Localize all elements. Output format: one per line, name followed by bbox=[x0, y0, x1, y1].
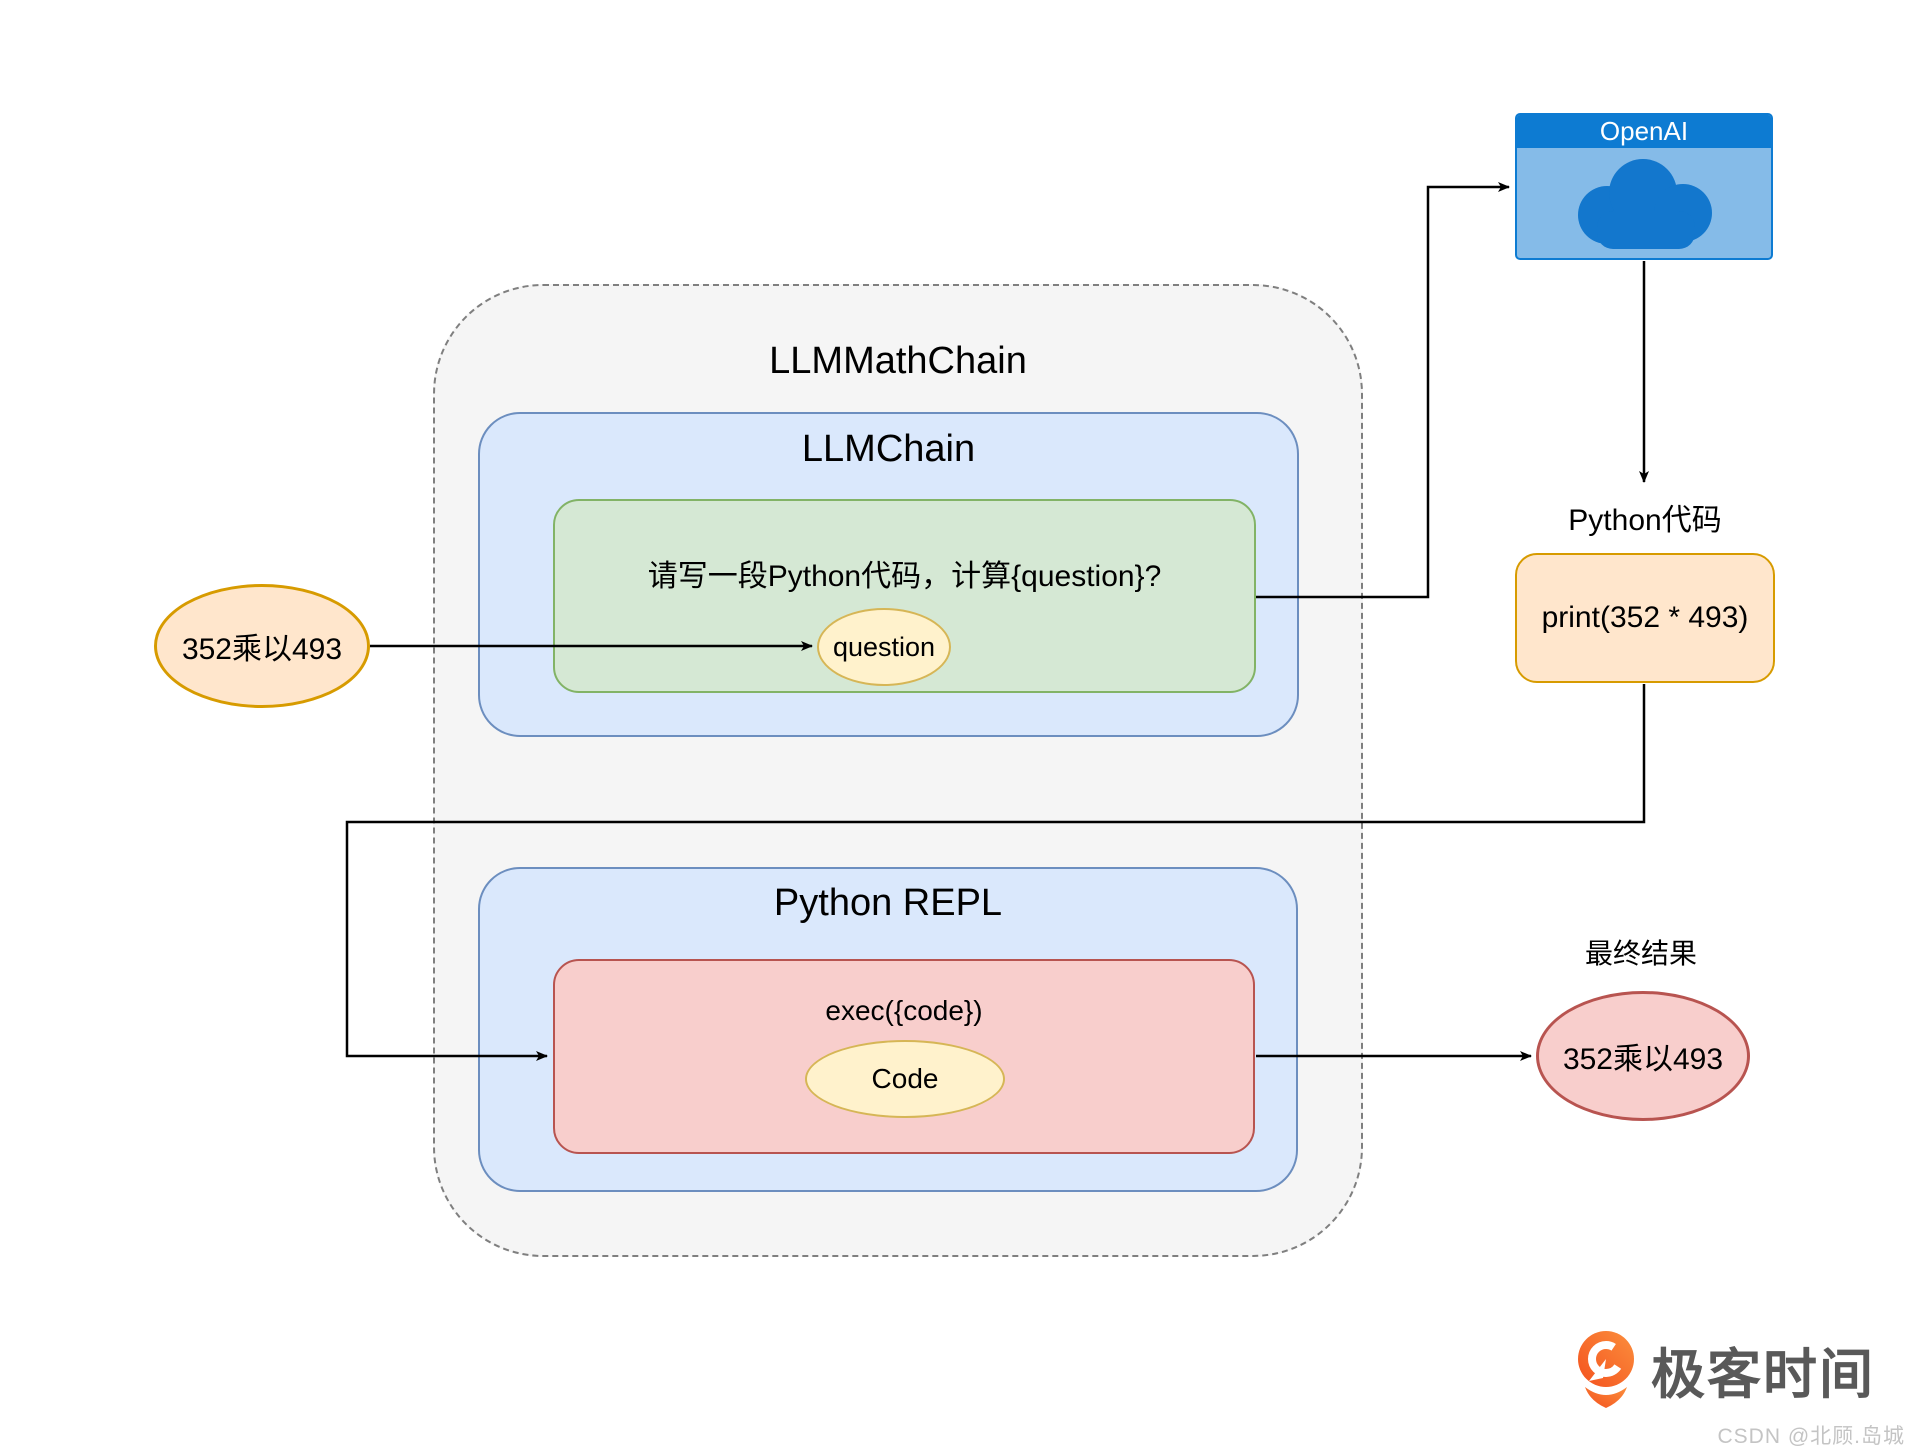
python-code-box: print(352 * 493) bbox=[1515, 553, 1775, 683]
input-node-ellipse: 352乘以493 bbox=[154, 584, 370, 708]
result-label: 最终结果 bbox=[1584, 938, 1697, 969]
geek-time-logo-text: 极客时间 bbox=[1651, 1345, 1875, 1405]
question-slot-label: question bbox=[832, 631, 936, 662]
code-slot-ellipse: Code bbox=[805, 1040, 1005, 1118]
python-repl-title: Python REPL bbox=[773, 882, 1003, 924]
openai-body bbox=[1517, 148, 1771, 258]
llmchain-title: LLMChain bbox=[801, 428, 976, 470]
csdn-watermark: CSDN @北顾.岛城 bbox=[1717, 1425, 1905, 1448]
input-node-label: 352乘以493 bbox=[181, 633, 343, 666]
geek-time-logo-icon bbox=[1578, 1330, 1634, 1408]
geek-time-logo: 极客时间 bbox=[1577, 1330, 1875, 1409]
question-slot-ellipse: question bbox=[817, 608, 951, 686]
cloud-icon bbox=[1578, 159, 1712, 249]
result-value: 352乘以493 bbox=[1562, 1043, 1724, 1076]
openai-node: OpenAI bbox=[1515, 113, 1773, 260]
openai-title: OpenAI bbox=[1517, 115, 1771, 148]
python-code-value: print(352 * 493) bbox=[1541, 601, 1749, 634]
result-ellipse: 352乘以493 bbox=[1536, 991, 1750, 1121]
python-code-label: Python代码 bbox=[1568, 504, 1722, 537]
code-slot-label: Code bbox=[871, 1063, 939, 1094]
prompt-text: 请写一段Python代码，计算{question}? bbox=[647, 560, 1162, 593]
exec-label: exec({code}) bbox=[825, 995, 983, 1026]
llmmathchain-title: LLMMathChain bbox=[769, 340, 1027, 382]
